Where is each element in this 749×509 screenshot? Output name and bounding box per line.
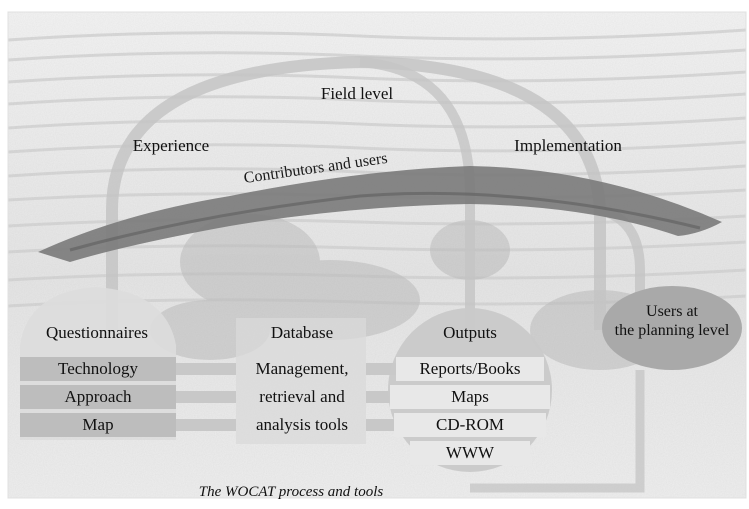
database-heading: Database xyxy=(270,323,334,342)
experience-label: Experience xyxy=(132,136,210,155)
diagram-caption: The WOCAT process and tools xyxy=(198,484,384,500)
questionnaires-item-map: Map xyxy=(82,415,114,434)
questionnaires-item-approach: Approach xyxy=(64,387,132,406)
questionnaires-row-1 xyxy=(20,357,176,381)
users-ellipse xyxy=(602,286,742,370)
database-line-1: Management, xyxy=(255,359,349,378)
questionnaires-row-3 xyxy=(20,413,176,437)
questionnaires-row-2 xyxy=(20,385,176,409)
photo-frame xyxy=(7,11,747,499)
outputs-row-3 xyxy=(394,413,546,437)
outputs-row-2 xyxy=(390,385,550,409)
users-planning-line-2: the planning level xyxy=(614,322,730,339)
database-line-2: retrieval and xyxy=(259,387,345,406)
outputs-item-reports: Reports/Books xyxy=(419,359,521,378)
outputs-row-1 xyxy=(396,357,544,381)
implementation-label: Implementation xyxy=(514,136,622,155)
questionnaires-item-technology: Technology xyxy=(57,359,139,378)
database-line-3: analysis tools xyxy=(255,415,349,434)
band-shadow xyxy=(69,191,701,252)
connector-bar-2 xyxy=(176,391,236,403)
outputs-item-cdrom: CD-ROM xyxy=(435,415,505,434)
contributors-band xyxy=(38,166,722,262)
connector-bar-3 xyxy=(176,419,236,431)
return-path xyxy=(470,370,645,493)
outputs-heading: Outputs xyxy=(443,323,497,342)
questionnaires-heading: Questionnaires xyxy=(46,323,148,342)
database-box xyxy=(236,318,366,444)
users-planning-line-1: Users at xyxy=(646,303,698,320)
connector-bar-1 xyxy=(176,363,236,375)
outputs-item-www: WWW xyxy=(445,443,495,462)
outputs-item-maps: Maps xyxy=(451,387,489,406)
outputs-row-4 xyxy=(410,441,530,465)
field-level-label: Field level xyxy=(320,84,394,103)
